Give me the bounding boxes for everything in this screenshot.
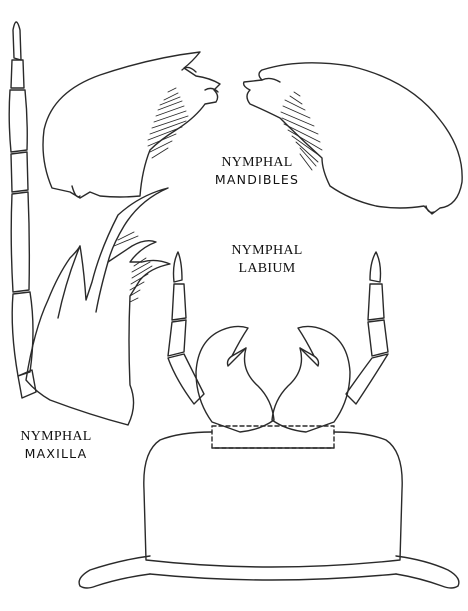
maxilla-label-line1: NYMPHAL (4, 430, 108, 444)
maxilla-label-line2: MAXILLA (4, 448, 108, 461)
right-mandible (244, 63, 463, 214)
mandibles-label-line1: NYMPHAL (192, 156, 322, 170)
labium-label-line2: LABIUM (212, 262, 322, 276)
maxilla (26, 188, 170, 425)
mandibles-label-line2: MANDIBLES (192, 174, 322, 187)
labium (79, 252, 459, 588)
labium-label-line1: NYMPHAL (212, 244, 322, 258)
maxillary-palp (9, 22, 36, 398)
